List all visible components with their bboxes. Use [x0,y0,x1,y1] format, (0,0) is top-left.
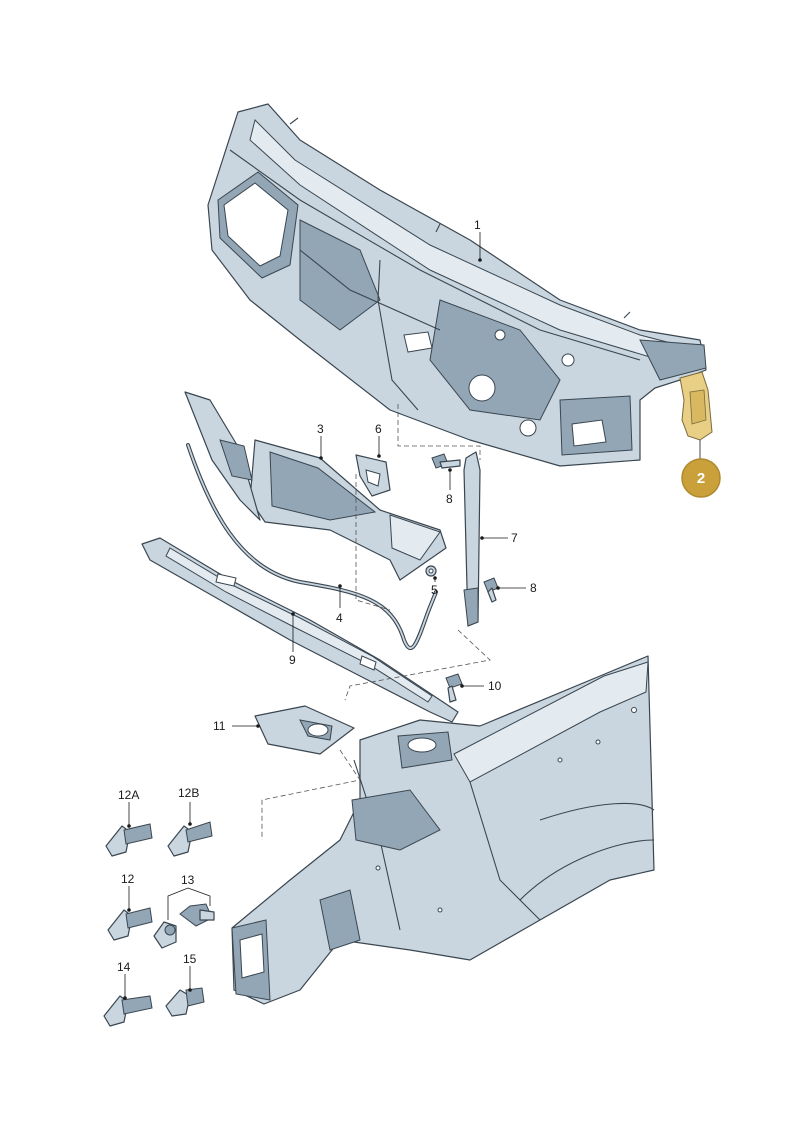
part-11-floor-bracket[interactable] [254,705,355,755]
callout-6: 6 [375,422,382,436]
assembly-guide-lines [261,404,491,840]
part-8-bolt-upper[interactable] [431,453,461,469]
callout-12a: 12A [118,788,139,802]
part-5-grommet[interactable] [425,565,437,577]
callout-5: 5 [431,583,438,597]
callout-13: 13 [181,873,195,887]
callout-9: 9 [289,653,296,667]
part-7-strut[interactable] [463,451,481,627]
callout-11: 11 [213,719,226,733]
part-15-expansion-clip[interactable] [165,987,205,1017]
part-12a-push-clip[interactable] [105,823,153,857]
part-1-bulkhead-panel[interactable] [207,103,707,467]
callout-12: 12 [121,872,135,886]
part-12b-push-clip[interactable] [167,821,213,857]
callout-12b: 12B [178,786,199,800]
part-6-small-bracket[interactable] [355,454,391,497]
leader-lines [123,232,701,1000]
callout-8-lower: 8 [530,581,537,595]
part-10-bolt[interactable] [445,673,463,703]
part-3-plenum-tray[interactable] [249,439,447,581]
callout-1: 1 [474,218,481,232]
callout-10: 10 [488,679,502,693]
part-9-cross-member[interactable] [141,537,459,723]
callout-2-badge[interactable]: 2 [681,458,721,498]
part-4-seal-strip[interactable] [184,391,438,650]
part-14-push-clip[interactable] [103,995,153,1027]
callout-15: 15 [183,952,197,966]
vehicle-body-side-structure [231,655,655,1005]
callout-3: 3 [317,422,324,436]
callout-2: 2 [697,470,705,487]
part-2-highlighted-bracket[interactable] [679,371,713,441]
callout-4: 4 [336,611,343,625]
part-8-bolt-lower[interactable] [483,577,499,603]
callout-7: 7 [511,531,518,545]
part-13-nut-and-bolt-set[interactable] [153,903,215,949]
part-12-push-clip[interactable] [107,907,153,941]
callout-14: 14 [117,960,131,974]
callout-labels: 1 3 6 8 7 5 8 4 9 10 11 12A 12B 12 13 14… [117,218,537,974]
callout-8-upper: 8 [446,492,453,506]
